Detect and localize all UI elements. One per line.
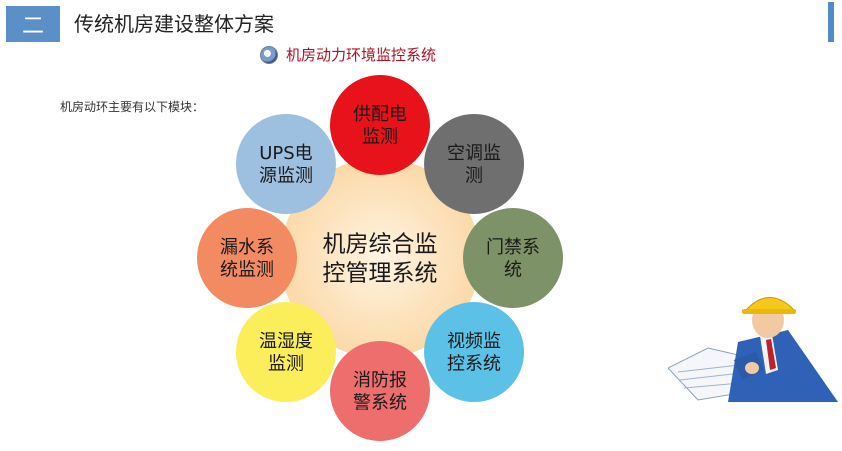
module-label-4-line-1: 视频监 — [447, 331, 501, 352]
module-label-3-line-1: 门禁系 — [486, 237, 540, 258]
module-label-6-line-2: 监测 — [268, 354, 304, 375]
engineer-illustration — [668, 297, 838, 402]
page-title: 传统机房建设整体方案 — [74, 12, 274, 36]
subtitle-text: 机房动力环境监控系统 — [286, 46, 437, 64]
accent-bar — [828, 2, 834, 42]
module-label-7-line-1: 漏水系 — [220, 237, 274, 258]
section-number: 二 — [21, 14, 44, 39]
module-label-6-line-1: 温湿度 — [259, 331, 313, 352]
intro-text: 机房动环主要有以下模块： — [60, 100, 205, 114]
center-system-label-line-2: 控管理系统 — [323, 260, 438, 286]
module-label-2-line-2: 测 — [465, 166, 483, 187]
module-label-2-line-1: 空调监 — [447, 143, 501, 164]
diagram-subtitle: 机房动力环境监控系统 — [260, 44, 436, 65]
center-system-circle — [280, 158, 480, 358]
module-label-1-line-1: 供配电 — [353, 104, 407, 125]
module-circle-4 — [424, 302, 525, 403]
module-circle-3 — [463, 208, 563, 308]
module-circle-6 — [235, 302, 336, 403]
module-circle-5 — [330, 341, 430, 441]
module-label-4-line-2: 控系统 — [447, 354, 501, 375]
module-label-5-line-2: 警系统 — [353, 393, 407, 414]
module-circle-2 — [424, 113, 525, 214]
module-label-3-line-2: 统 — [504, 260, 522, 281]
center-system-label-line-1: 机房综合监 — [323, 232, 438, 258]
module-circle-7 — [197, 208, 297, 308]
section-number-badge: 二 — [6, 6, 60, 42]
module-label-5-line-1: 消防报 — [353, 370, 407, 391]
module-label-7-line-2: 统监测 — [220, 260, 274, 281]
module-label-8-line-2: 源监测 — [259, 166, 313, 187]
module-label-8-line-1: UPS电 — [259, 143, 312, 164]
module-circle-1 — [330, 75, 430, 175]
module-label-1-line-2: 监测 — [362, 127, 398, 148]
globe-bullet-icon — [260, 45, 278, 64]
module-circle-8 — [235, 113, 336, 214]
